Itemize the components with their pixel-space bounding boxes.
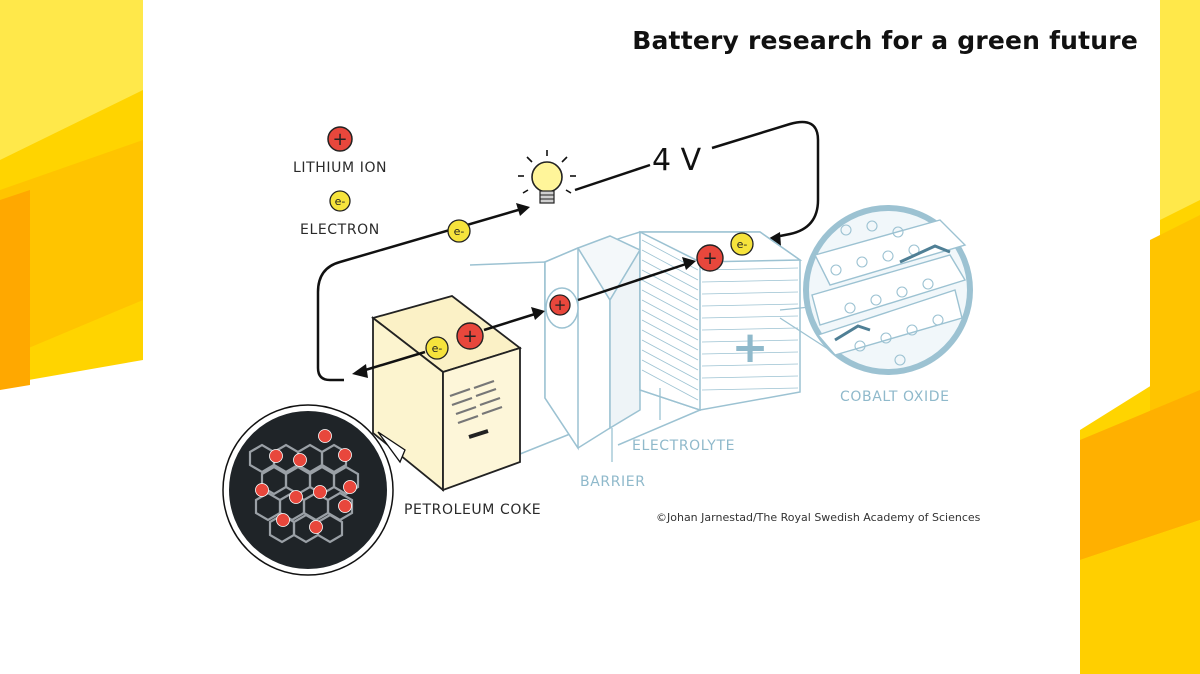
voltage-label: 4 V — [652, 143, 702, 178]
light-bulb-icon — [518, 150, 576, 204]
svg-text:+: + — [462, 326, 477, 347]
image-credit: ©Johan Jarnestad/The Royal Swedish Acade… — [656, 511, 981, 524]
anode-electron-icon: e- — [425, 336, 449, 360]
svg-text:e-: e- — [737, 238, 748, 251]
slide-title: Battery research for a green future — [632, 26, 1138, 55]
cobalt-oxide-magnifier — [803, 205, 973, 375]
barrier-label: BARRIER — [580, 474, 646, 490]
petroleum-coke-label: PETROLEUM COKE — [404, 502, 541, 518]
arrow-cathode-tip — [682, 257, 696, 270]
arrow-head-bulb — [516, 203, 530, 216]
arrow-barrier-tip — [531, 307, 545, 320]
cobalt-oxide-label: COBALT OXIDE — [840, 389, 950, 405]
lithium-ion-legend-icon — [327, 126, 353, 152]
left-decoration — [0, 0, 143, 390]
arrow-left-tip — [352, 364, 368, 378]
right-decoration — [1080, 0, 1200, 674]
graphite-zoom-lines — [377, 431, 406, 464]
lithium-ion-label: LITHIUM ION — [293, 160, 387, 176]
svg-text:+: + — [332, 129, 347, 150]
electron-legend-icon — [329, 190, 351, 212]
wire-electron-icon: e- — [447, 219, 471, 243]
ion-flow-arrows — [361, 262, 687, 373]
svg-text:+: + — [554, 296, 567, 314]
svg-text:e-: e- — [432, 342, 443, 355]
graphite-magnifier — [222, 404, 394, 576]
anode-ion-icon: + — [456, 322, 484, 350]
electron-label: ELECTRON — [300, 222, 380, 238]
barrier: + — [544, 235, 642, 451]
cathode-electron-icon: e- — [730, 232, 754, 256]
svg-text:e-: e- — [454, 225, 465, 238]
svg-text:+: + — [702, 248, 717, 269]
anode-minus-sign — [468, 429, 489, 439]
legend: + LITHIUM ION e- ELECTRON — [293, 126, 387, 238]
cathode-plus-sign: + — [732, 322, 769, 373]
electrolyte-label: ELECTROLYTE — [632, 438, 735, 454]
barrier-ion-icon — [549, 294, 571, 316]
circuit-wire — [316, 120, 820, 382]
arrow-head-cathode — [766, 232, 781, 246]
cathode-block: + — [639, 230, 803, 412]
cathode-ion-icon: + — [696, 244, 724, 272]
label-pointers — [611, 388, 661, 462]
svg-text:e-: e- — [335, 195, 346, 208]
